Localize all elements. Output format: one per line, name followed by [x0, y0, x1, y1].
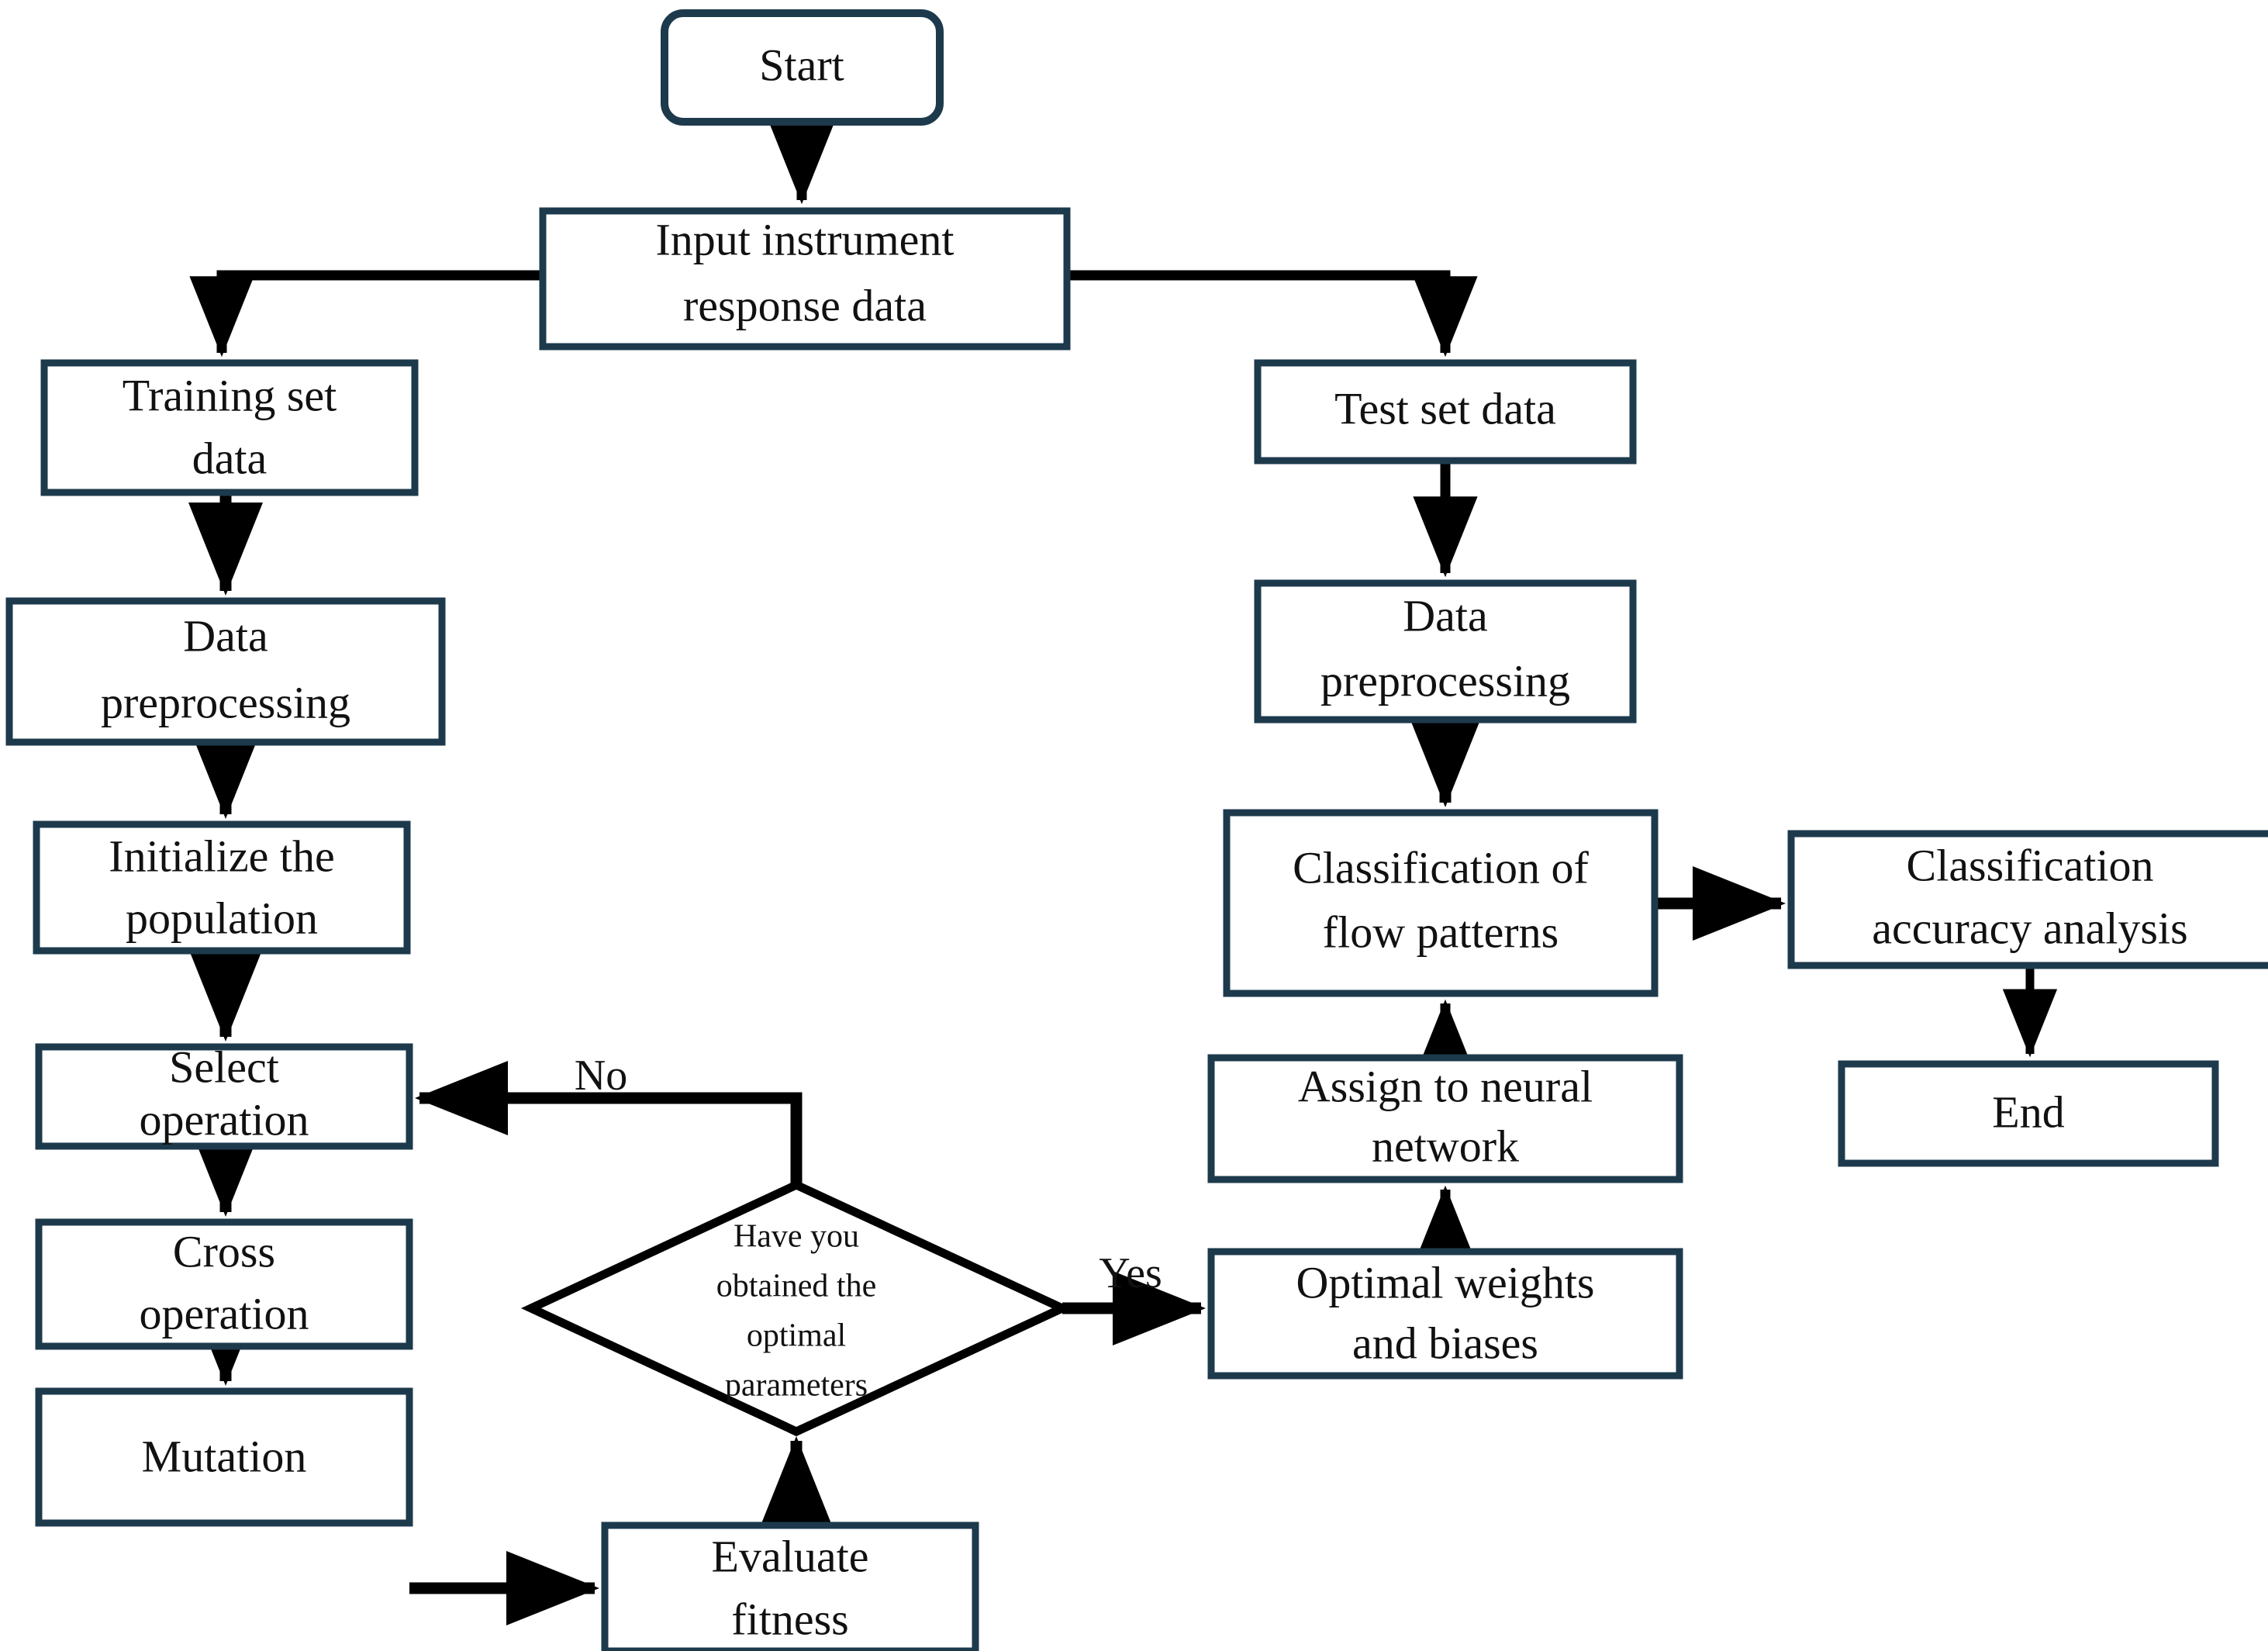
edge-layer — [188, 122, 2058, 1625]
node-optimal-wb-shape[interactable] — [1207, 1248, 1683, 1380]
node-classification-of-flow-patterns[interactable]: Classification of flow patterns — [1223, 809, 1659, 997]
node-mutation-shape[interactable] — [35, 1387, 413, 1527]
node-preprocess-left-label-line1: Data — [183, 610, 268, 661]
node-decision-label-line4: parameters — [725, 1368, 868, 1404]
node-accuracy-label-line2: accuracy analysis — [1872, 903, 2187, 953]
node-cross-shape[interactable] — [35, 1218, 413, 1350]
node-preprocess-right-label-line2: preprocessing — [1320, 655, 1570, 706]
node-preprocess-right-label-line1: Data — [1403, 590, 1488, 641]
node-evaluate-shape[interactable] — [601, 1521, 979, 1651]
node-evaluate-label-line1: Evaluate — [712, 1531, 869, 1581]
node-evaluate-label-line2: fitness — [731, 1594, 848, 1644]
node-start-label: Start — [759, 40, 844, 90]
node-optimal-wb-label-line1: Optimal weights — [1296, 1257, 1594, 1307]
node-training-set-data[interactable]: Training set data — [40, 359, 419, 496]
node-decision-label-line3: optimal — [747, 1318, 846, 1354]
node-layer: Start Input instrument response data Tra… — [5, 9, 2268, 1651]
node-data-preprocessing-training[interactable]: Data preprocessing — [5, 597, 446, 746]
node-data-preprocessing-test[interactable]: Data preprocessing — [1254, 579, 1637, 724]
node-assign-nn-label-line1: Assign to neural — [1298, 1061, 1593, 1111]
node-accuracy-shape[interactable] — [1787, 830, 2268, 969]
node-optimal-wb-label-line2: and biases — [1352, 1318, 1538, 1368]
node-initialize-label-line2: population — [126, 893, 318, 943]
node-input-label-line2: response data — [683, 280, 927, 330]
node-end-shape[interactable] — [1838, 1060, 2219, 1167]
node-input-instrument-response-data[interactable]: Input instrument response data — [539, 207, 1071, 351]
node-mutation[interactable]: Mutation — [35, 1387, 413, 1527]
edge-label-layer: No Yes — [575, 1052, 1162, 1297]
node-end-label: End — [1992, 1086, 2064, 1137]
node-select-shape[interactable] — [35, 1043, 413, 1150]
node-preprocess-left-shape[interactable] — [5, 597, 446, 746]
node-preprocess-right-shape[interactable] — [1254, 579, 1637, 724]
node-optimal-weights-and-biases[interactable]: Optimal weights and biases — [1207, 1248, 1683, 1380]
node-classify-flow-label-line2: flow patterns — [1323, 907, 1559, 957]
node-decision-optimal-parameters[interactable]: Have you obtained the optimal parameters — [520, 1180, 1073, 1437]
node-training-shape[interactable] — [40, 359, 419, 496]
node-input-label-line1: Input instrument — [655, 214, 954, 264]
node-cross-operation[interactable]: Cross operation — [35, 1218, 413, 1350]
node-test-set-data[interactable]: Test set data — [1254, 359, 1637, 465]
edge-input-to-testset — [1067, 270, 1478, 357]
node-training-label-line1: Training set — [123, 370, 337, 420]
node-preprocess-left-label-line2: preprocessing — [101, 677, 350, 727]
node-select-operation[interactable]: Select operation — [35, 1041, 413, 1150]
node-input-shape[interactable] — [539, 207, 1071, 351]
node-cross-label-line2: operation — [139, 1288, 309, 1338]
edge-decision-no-to-select — [414, 1061, 803, 1185]
node-classification-accuracy-analysis[interactable]: Classification accuracy analysis — [1787, 830, 2268, 969]
node-testset-shape[interactable] — [1254, 359, 1637, 465]
node-initialize-the-population[interactable]: Initialize the population — [33, 820, 411, 955]
node-classify-flow-shape[interactable] — [1223, 809, 1659, 997]
node-evaluate-fitness[interactable]: Evaluate fitness — [601, 1521, 979, 1651]
node-assign-to-neural-network[interactable]: Assign to neural network — [1207, 1054, 1683, 1183]
node-accuracy-label-line1: Classification — [1907, 840, 2154, 890]
node-initialize-label-line1: Initialize the — [109, 831, 334, 881]
node-decision-label-line2: obtained the — [716, 1269, 876, 1304]
node-mutation-label: Mutation — [142, 1431, 307, 1481]
node-assign-nn-shape[interactable] — [1207, 1054, 1683, 1183]
node-decision-label-line1: Have you — [734, 1219, 859, 1255]
node-cross-label-line1: Cross — [173, 1226, 275, 1276]
node-testset-label: Test set data — [1334, 383, 1556, 433]
edge-label-yes: Yes — [1099, 1249, 1162, 1297]
node-select-label-line2: operation — [139, 1094, 309, 1145]
node-start-shape[interactable] — [661, 9, 944, 126]
node-initialize-shape[interactable] — [33, 820, 411, 955]
edge-label-no: No — [575, 1052, 627, 1100]
node-decision-shape[interactable] — [520, 1180, 1073, 1437]
node-select-label-line1: Select — [169, 1041, 279, 1092]
edge-input-to-training — [189, 270, 543, 357]
node-training-label-line2: data — [192, 433, 268, 483]
node-start[interactable]: Start — [661, 9, 944, 126]
node-classify-flow-label-line1: Classification of — [1293, 842, 1589, 893]
node-end[interactable]: End — [1838, 1060, 2219, 1167]
node-assign-nn-label-line2: network — [1372, 1121, 1519, 1171]
